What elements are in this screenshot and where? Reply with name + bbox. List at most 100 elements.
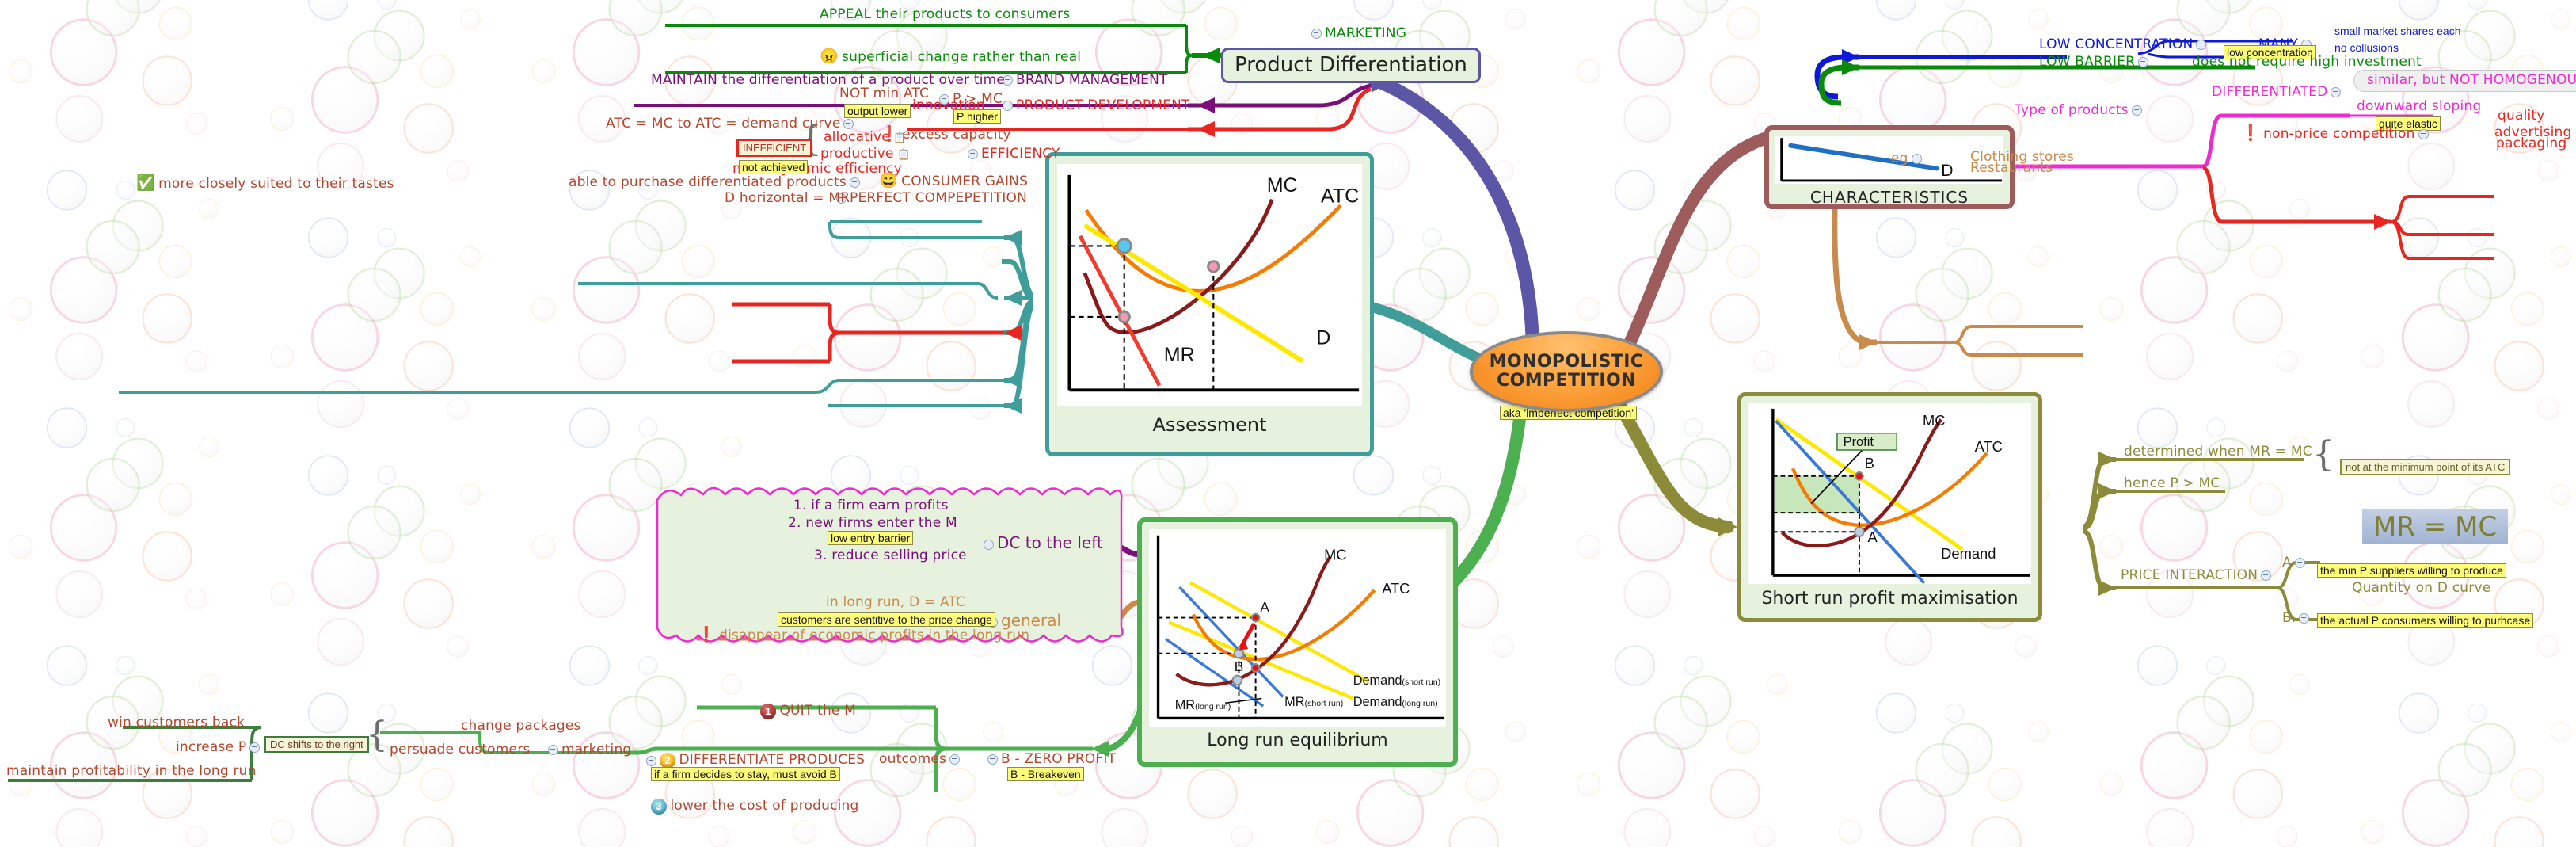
label-key-a[interactable]: A — [2282, 555, 2308, 570]
short-run-chart: Profit MC ATC Demand B A — [1748, 403, 2031, 584]
brace-short-run: { — [2312, 434, 2334, 475]
label-d: D — [1316, 327, 1330, 349]
short-run-caption: Short run profit maximisation — [1761, 589, 2019, 609]
label-key-b[interactable]: B. — [2282, 611, 2312, 626]
label-low-concentration[interactable]: LOW CONCENTRATION — [2039, 37, 2209, 52]
collapse-icon[interactable] — [987, 754, 998, 765]
collapse-icon[interactable] — [939, 94, 949, 105]
collapse-icon[interactable] — [843, 119, 854, 130]
collapse-icon[interactable] — [1911, 154, 1922, 165]
label-efficiency[interactable]: EFFICIENCY — [965, 147, 1060, 162]
central-title-line1: MONOPOLISTIC — [1489, 352, 1644, 372]
label-mc: MC — [1267, 174, 1298, 196]
number-1-icon: 1 — [760, 704, 776, 719]
label-avoid-b: if a firm decides to stay, must avoid B — [651, 767, 840, 782]
collapse-icon[interactable] — [2331, 87, 2342, 98]
label-if-firm-earn-profits: 1. if a firm earn profits — [793, 498, 949, 513]
label-profit: Profit — [1844, 435, 1874, 449]
label-outcomes[interactable]: outcomes — [879, 752, 963, 767]
badge-not-achieved: not achieved — [739, 160, 809, 175]
label-mc: MC — [1324, 546, 1346, 563]
label-restaurants: Restaurants — [1970, 160, 2053, 176]
box-dc-shifts-right: DC shifts to the right — [264, 736, 369, 753]
collapse-icon[interactable] — [968, 149, 978, 160]
exclamation-icon: ❗ — [2241, 125, 2260, 142]
collapse-icon[interactable] — [849, 177, 860, 189]
collapse-icon[interactable] — [2131, 105, 2142, 116]
label-persuade-customers: persuade customers — [390, 742, 531, 757]
collapse-icon[interactable] — [949, 754, 961, 765]
label-maintain-profitability: maintain profitability in the long run — [6, 763, 257, 779]
label-mr-long: MR(long run) — [1175, 698, 1231, 712]
collapse-icon[interactable] — [548, 745, 558, 756]
label-price-interaction[interactable]: PRICE INTERACTION — [2121, 568, 2274, 583]
label-marketing-lr[interactable]: marketing — [545, 742, 631, 757]
collapse-icon[interactable] — [249, 742, 261, 754]
assessment-chart: MC ATC D MR — [1057, 164, 1362, 406]
collapse-icon[interactable] — [2299, 613, 2310, 624]
label-type-of-products[interactable]: Type of products — [2015, 103, 2145, 118]
label-demand-short: Demand(short run) — [1353, 673, 1440, 688]
node-product-differentiation[interactable]: Product Differentiation — [1221, 48, 1481, 84]
label-low-barrier[interactable]: LOW BARRIER — [2039, 55, 2152, 70]
label-purchase-differentiated[interactable]: able to purchase differentiated products — [569, 175, 863, 190]
brace-marketing: { — [366, 715, 388, 755]
label-small-market-shares: small market shares each — [2334, 25, 2461, 37]
collapse-icon[interactable] — [984, 540, 994, 551]
label-quality: quality — [2498, 108, 2545, 124]
label-atc: ATC — [1382, 580, 1410, 597]
label-reduce-selling-price: 3. reduce selling price — [814, 547, 967, 563]
central-title-line2: COMPETITION — [1497, 371, 1636, 391]
collapse-icon[interactable] — [2138, 57, 2149, 68]
label-d: D — [1941, 162, 1953, 180]
collapse-icon[interactable] — [646, 755, 656, 766]
collapse-icon[interactable] — [836, 193, 847, 204]
image-node-assessment[interactable]: MC ATC D MR Assessment — [1045, 152, 1374, 456]
label-mc: MC — [1923, 412, 1946, 429]
characteristics-caption: CHARACTERISTICS — [1809, 188, 1969, 207]
label-non-price-competition[interactable]: ❗ non-price competition — [2241, 126, 2432, 142]
label-min-p-suppliers: the min P suppliers willing to produce — [2317, 563, 2506, 578]
label-differentiated[interactable]: DIFFERENTIATED — [2212, 85, 2344, 100]
label-consumer-gains[interactable]: 😄 CONSUMER GAINS — [879, 173, 1029, 189]
label-atc: ATC — [1975, 438, 2003, 455]
label-advertising: advertising — [2494, 124, 2572, 140]
label-brand-management[interactable]: BRAND MANAGEMENT — [999, 73, 1168, 88]
label-excess-capacity[interactable]: ❗ excess capacity — [880, 126, 1011, 143]
label-b-zero-profit[interactable]: B - ZERO PROFIT — [984, 752, 1116, 767]
label-eg[interactable]: eg — [1891, 151, 1925, 166]
label-perfect-competition[interactable]: PERFECT COMPEPETITION — [833, 191, 1027, 206]
image-node-short-run[interactable]: Profit MC ATC Demand B A Short run profi… — [1737, 392, 2042, 622]
label-product-development[interactable]: PRODUCT DEVELOPMENT — [999, 98, 1190, 113]
label-lower-cost-producing: 3 lower the cost of producing — [651, 799, 859, 815]
label-b-breakeven: B - Breakeven — [1007, 767, 1084, 782]
label-long-run-d-atc: in long run, D = ATC — [826, 594, 966, 610]
exclamation-icon: ❗ — [697, 627, 716, 643]
label-determined-mr-mc: determined when MR = MC — [2124, 444, 2312, 460]
label-change-packages: change packages — [461, 718, 581, 734]
label-packaging: packaging — [2496, 135, 2567, 151]
central-topic-node[interactable]: MONOPOLISTIC COMPETITION — [1470, 331, 1663, 412]
note-icon: 📋 — [897, 148, 911, 160]
label-marketing[interactable]: MARKETING — [1308, 26, 1406, 41]
angry-face-icon: 😠 — [820, 48, 839, 65]
label-differentiate-produces[interactable]: 2 DIFFERENTIATE PRODUCES — [643, 753, 865, 769]
exclamation-icon: ❗ — [880, 126, 899, 143]
label-quit-the-m: 1 QUIT the M — [760, 704, 856, 719]
collapse-icon[interactable] — [2261, 570, 2272, 582]
collapse-icon[interactable] — [1311, 29, 1322, 40]
assessment-caption: Assessment — [1152, 414, 1267, 436]
label-appeal-products: APPEAL their products to consumers — [820, 6, 1071, 22]
collapse-icon[interactable] — [1003, 101, 1013, 112]
collapse-icon[interactable] — [2196, 40, 2207, 51]
label-dc-to-the-left[interactable]: DC to the left — [980, 535, 1103, 552]
label-increase-p[interactable]: increase P — [176, 740, 263, 755]
image-node-long-run[interactable]: MC ATC A B Demand(short run) Demand(long… — [1137, 517, 1458, 767]
collapse-icon[interactable] — [2418, 129, 2429, 140]
label-closely-suited-tastes: ✅ more closely suited to their tastes — [136, 175, 394, 192]
collapse-icon[interactable] — [2294, 558, 2305, 569]
label-productive: productive 📋 — [820, 146, 911, 162]
label-atc-mc-demand[interactable]: ATC = MC to ATC = demand curve — [606, 116, 857, 132]
label-p-gt-mc[interactable]: P > MC — [936, 92, 1003, 107]
collapse-icon[interactable] — [1003, 75, 1013, 86]
